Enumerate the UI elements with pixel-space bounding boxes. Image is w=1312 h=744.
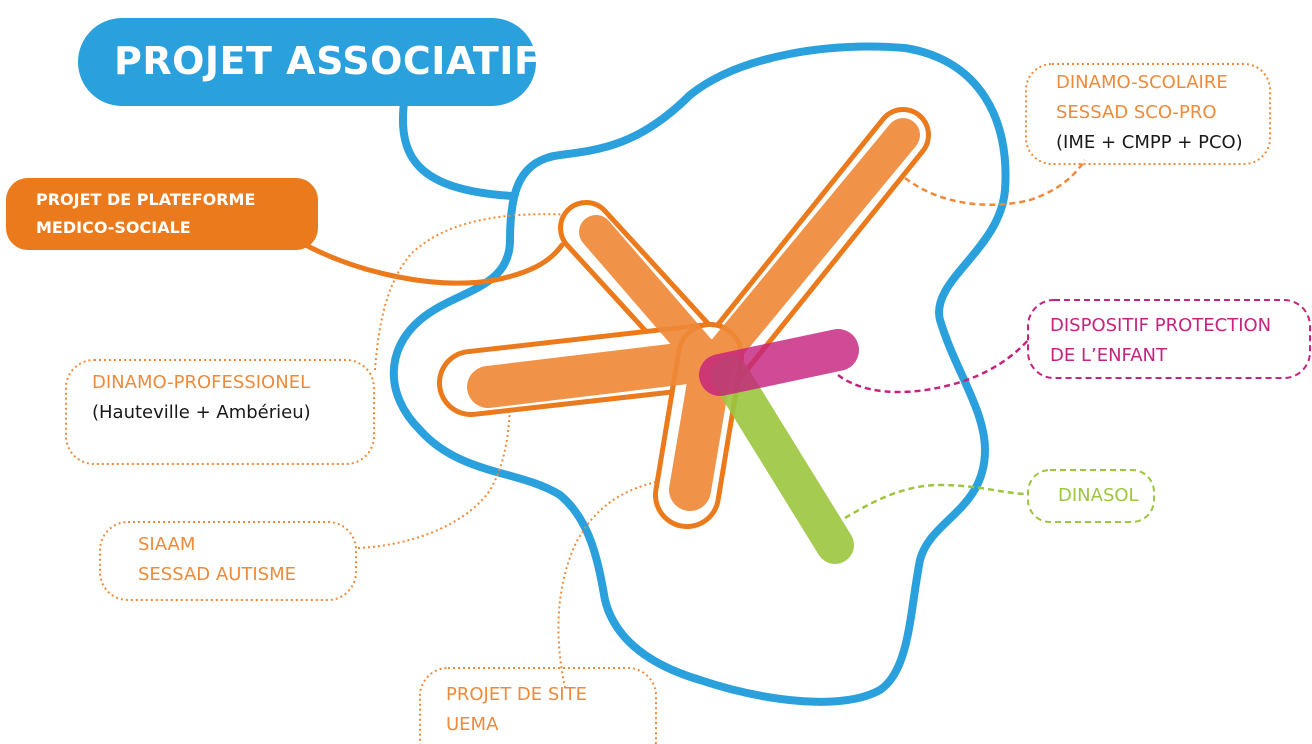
plateforme-label-2: MEDICO-SOCIALE [36,218,191,237]
siaam-line1: SIAAM [138,534,196,555]
dinasol-label: DINASOL [1058,481,1139,511]
bar-dinamo-scolaire [695,118,920,383]
siaam-label: SIAAM SESSAD AUTISME [138,530,296,590]
uema-line1: PROJET DE SITE [446,684,587,705]
protection-connector [837,337,1031,394]
title-pill: PROJET ASSOCIATIF [78,18,540,106]
dinasol-connector [844,483,1029,520]
bar-dinasol [711,356,854,564]
dinamo-pro-label: DINAMO-PROFESSIONEL (Hauteville + Ambéri… [92,368,311,428]
dinamo-pro-connector [374,213,576,371]
uema-frame [419,667,657,744]
plateforme-connector [297,239,565,286]
plateforme-label-1: PROJET DE PLATEFORME [36,190,256,209]
title-connector [398,91,516,200]
dinamo-scolaire-line3: (IME + CMPP + PCO) [1056,132,1243,153]
uema-line2: UEMA [446,714,499,735]
dinamo-pro-line1: DINAMO-PROFESSIONEL [92,372,311,393]
bar-protection [699,329,859,396]
bar-dinamo-pro [467,339,733,408]
siaam-connector [357,399,511,549]
dinamo-pro-line2: (Hauteville + Ambérieu) [92,402,311,423]
uema-label: PROJET DE SITE UEMA [446,680,587,740]
dinasol-frame [1027,469,1155,523]
protection-line1: DISPOSITIF PROTECTION [1050,315,1272,336]
dinamo-scolaire-label: DINAMO-SCOLAIRE SESSAD SCO-PRO (IME + CM… [1056,68,1243,158]
dinamo-scolaire-line2: SESSAD SCO-PRO [1056,102,1217,123]
protection-label: DISPOSITIF PROTECTION DE L’ENFANT [1050,311,1271,371]
dinamo-scolaire-line1: DINAMO-SCOLAIRE [1056,72,1228,93]
protection-line2: DE L’ENFANT [1050,345,1168,366]
uema-connector [557,479,666,689]
page-title: PROJET ASSOCIATIF [114,39,541,83]
plateforme-pill: PROJET DE PLATEFORME MEDICO-SOCIALE [6,178,318,250]
protection-frame [1027,299,1311,379]
dinamo-scolaire-connector [904,159,1087,206]
dinamo-scolaire-frame [1025,63,1271,165]
organisation-outline [389,42,1010,706]
dinamo-pro-frame [65,359,375,465]
dinasol-line1: DINASOL [1058,485,1139,506]
siaam-frame [99,521,357,601]
siaam-line2: SESSAD AUTISME [138,564,297,585]
